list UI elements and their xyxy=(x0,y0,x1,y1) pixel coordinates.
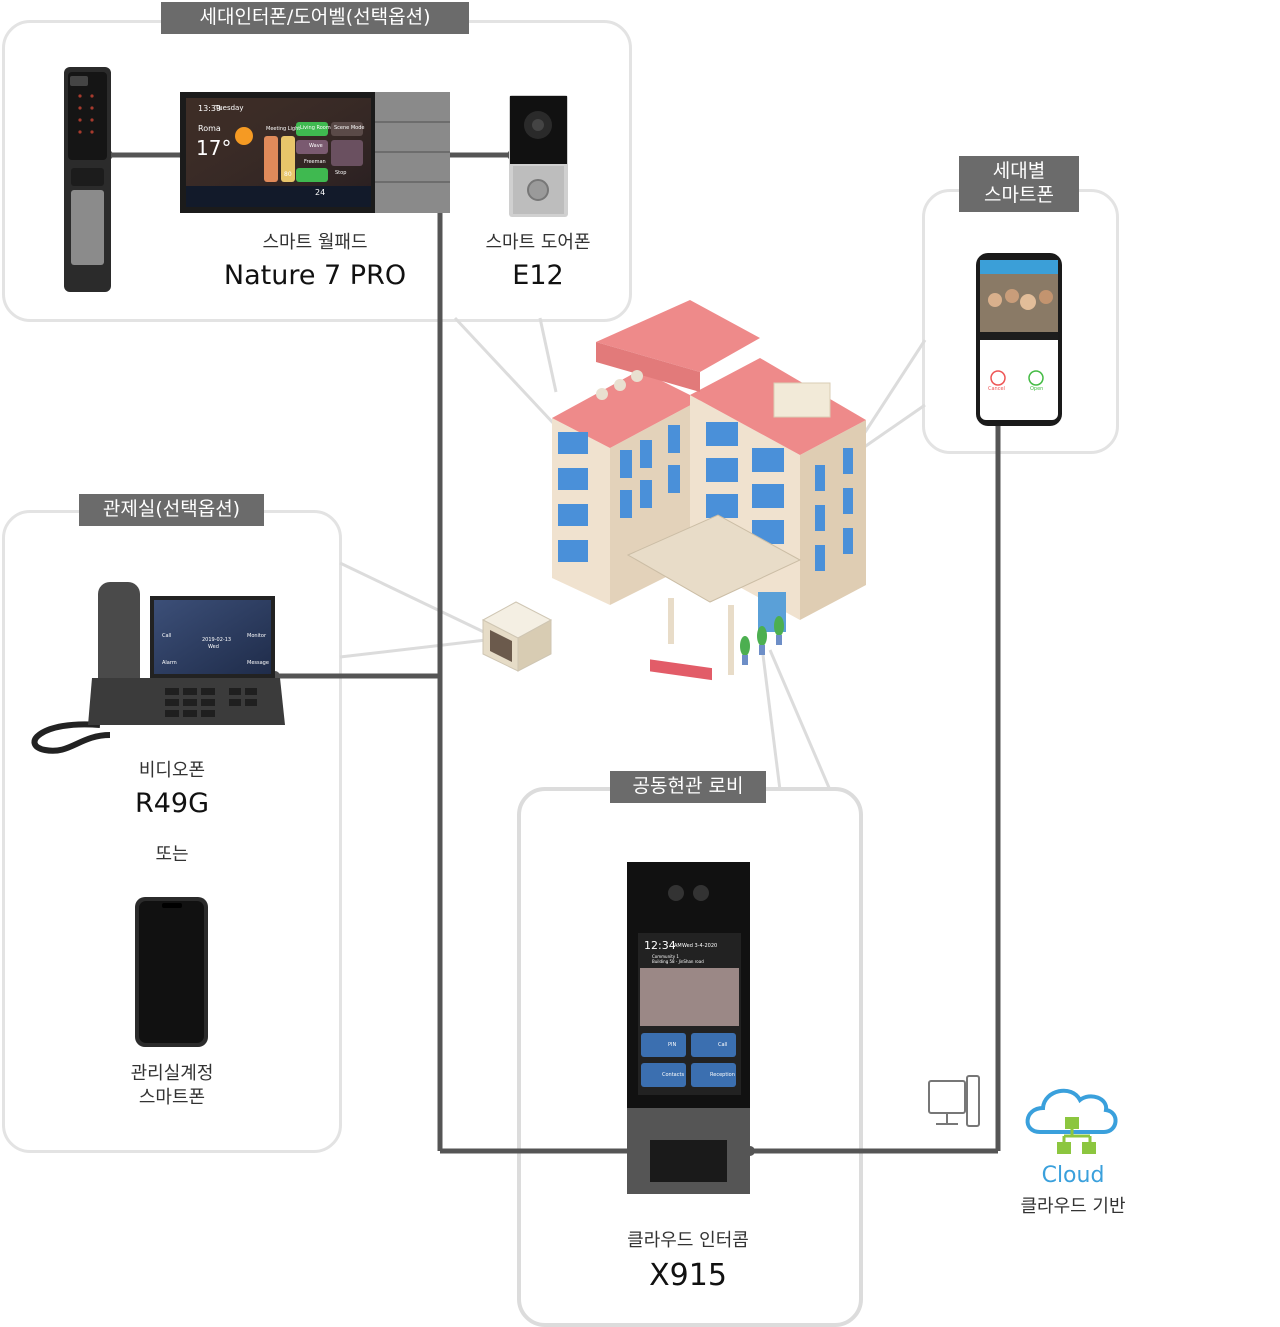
wallpad-location: Roma xyxy=(198,124,221,133)
cloud-label: Cloud xyxy=(1041,1163,1105,1188)
wallpad-temp: 17° xyxy=(196,136,232,160)
smartphone-tag-line2: 스마트폰 xyxy=(984,183,1054,206)
pc-icon xyxy=(928,1075,980,1127)
admin-phone-line1: 관리실계정 xyxy=(130,1063,214,1084)
doorphone-caption: 스마트 도어폰 E12 xyxy=(468,228,608,291)
wallpad-tile-label: Freeman xyxy=(304,159,326,165)
intercom-pin-button[interactable]: PIN xyxy=(668,1042,677,1048)
smartphone-tag-line1: 세대별 xyxy=(992,160,1046,182)
lobby-tag: 공동현관 로비 xyxy=(610,771,766,803)
cloud-network-icon xyxy=(1025,1088,1118,1154)
wall-pad-icon xyxy=(180,92,450,213)
desk-phone-icon xyxy=(31,582,285,754)
doorphone-caption-type: 스마트 도어폰 xyxy=(485,232,591,253)
smartphone-icon xyxy=(135,897,208,1047)
intercom-icon xyxy=(627,862,750,1194)
admin-phone-caption: 관리실계정 스마트폰 xyxy=(102,1062,242,1111)
smartphone-tag: 세대별 스마트폰 xyxy=(959,156,1079,212)
wallpad-model: Nature 7 PRO xyxy=(223,260,407,291)
camera-box-icon xyxy=(481,601,553,672)
videophone-weekday: Wed xyxy=(208,644,219,650)
doorphone-model: E12 xyxy=(512,260,564,291)
intercom-contacts-button[interactable]: Contacts xyxy=(662,1072,685,1078)
videophone-call: Call xyxy=(162,633,172,639)
wallpad-day: Tuesday xyxy=(215,104,244,112)
intercom-call-button[interactable]: Call xyxy=(718,1042,728,1048)
wallpad-tile-label: Scene Mode xyxy=(334,125,365,131)
phone-cancel-button[interactable]: Cancel xyxy=(988,386,1005,392)
videophone-monitor: Monitor xyxy=(247,633,267,639)
videophone-caption-type: 비디오폰 xyxy=(138,760,206,781)
wallpad-tile-label: Stop xyxy=(335,170,347,176)
videophone-message: Message xyxy=(247,660,269,666)
household-tag: 세대인터폰/도어벨(선택옵션) xyxy=(161,2,469,34)
videophone-caption: 비디오폰 R49G xyxy=(102,756,242,819)
smartphone-icon xyxy=(976,253,1062,426)
wallpad-tile-label: Meeting Light xyxy=(266,126,301,132)
or-text: 또는 xyxy=(155,844,189,865)
intercom-caption-type: 클라우드 인터콤 xyxy=(627,1230,749,1251)
wallpad-time: 13:39 xyxy=(198,104,222,113)
doorbell-icon xyxy=(509,95,568,217)
intercom-reception-button[interactable]: Reception xyxy=(710,1072,735,1078)
intercom-ampm: AM xyxy=(674,943,682,949)
admin-phone-line2: 스마트폰 xyxy=(138,1087,206,1109)
cloud-caption: 클라우드 기반 xyxy=(1020,1196,1126,1217)
building-icon xyxy=(552,300,866,681)
wallpad-tile-label: Living Room xyxy=(300,125,331,131)
videophone-alarm: Alarm xyxy=(162,660,177,666)
phone-open-button[interactable]: Open xyxy=(1030,386,1044,392)
wallpad-caption: 스마트 월패드 Nature 7 PRO xyxy=(195,228,435,291)
intercom-caption: 클라우드 인터콤 X915 xyxy=(598,1226,778,1293)
intercom-time: 12:34 xyxy=(644,939,676,952)
intercom-address: Building 58 - JinShan road xyxy=(652,959,704,964)
wallpad-caption-type: 스마트 월패드 xyxy=(262,232,368,253)
intercom-community: Community 1 xyxy=(652,954,679,959)
intercom-model: X915 xyxy=(649,1258,727,1293)
wallpad-badge: 80 xyxy=(284,171,292,178)
wallpad-tile-label: Wave xyxy=(309,143,323,149)
door-lock-icon xyxy=(64,67,111,292)
videophone-date: 2019-02-13 xyxy=(202,637,232,643)
intercom-date: Wed 3-4-2020 xyxy=(682,943,718,949)
control-room-tag: 관제실(선택옵션) xyxy=(79,494,264,526)
wallpad-dock-value: 24 xyxy=(315,188,326,197)
videophone-model: R49G xyxy=(134,788,210,819)
